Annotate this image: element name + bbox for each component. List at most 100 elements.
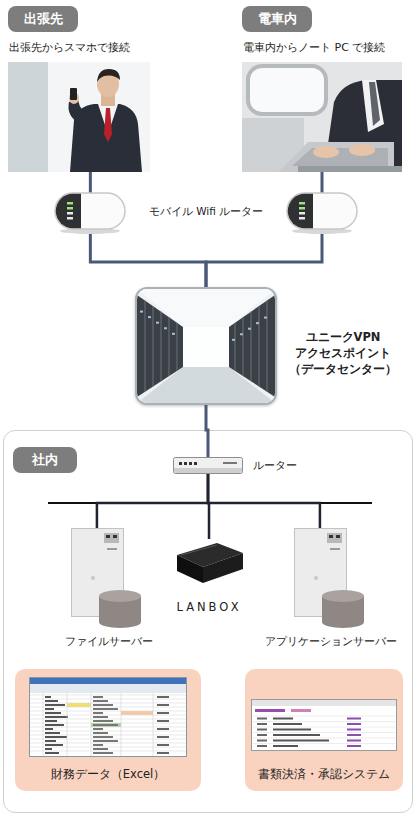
rack-row — [229, 295, 275, 397]
server-slot — [330, 548, 340, 550]
router-device: ルーター — [173, 457, 243, 474]
grid-line — [30, 747, 186, 748]
row-mark — [257, 734, 267, 736]
tie — [369, 82, 380, 126]
row-mark — [347, 723, 361, 725]
rack-light — [264, 317, 267, 319]
rack-divider — [243, 317, 244, 376]
server-room-photo — [137, 289, 275, 403]
node-label: 出張先からスマホで接続 — [9, 40, 151, 56]
network-line — [206, 405, 208, 457]
hair — [97, 69, 120, 82]
arm — [68, 100, 92, 124]
server-icon: アプリケーションサーバー — [294, 528, 366, 628]
node-label: 電車内からノート PC で接続 — [243, 40, 403, 56]
network-line — [90, 172, 206, 287]
cell-mark — [93, 736, 113, 738]
cell-mark — [157, 696, 169, 698]
rack-light — [148, 316, 151, 318]
disk-bottom — [99, 616, 141, 628]
row-mark — [347, 734, 361, 736]
rack-divider — [145, 301, 146, 392]
business-photo — [8, 62, 150, 172]
shirt — [362, 80, 384, 132]
datacenter-frame — [135, 287, 277, 405]
rack-light — [240, 333, 243, 335]
row-mark — [257, 729, 267, 731]
grid-line — [30, 719, 186, 720]
cell-mark — [93, 708, 118, 710]
grid-line — [43, 693, 44, 756]
router-port — [189, 462, 192, 465]
network-line — [208, 474, 320, 528]
server-mark — [91, 576, 95, 580]
server-button — [336, 535, 340, 538]
cell-mark — [45, 744, 63, 746]
photo-background — [8, 62, 150, 172]
row-mark — [257, 745, 267, 747]
router-shade — [174, 468, 242, 473]
cell-mark — [93, 700, 108, 702]
disk-top — [322, 590, 364, 602]
rack-light — [140, 311, 143, 313]
cell-mark — [93, 744, 103, 746]
rack-light — [256, 322, 259, 324]
highlight-cell — [91, 723, 121, 727]
cell-mark — [45, 716, 68, 718]
train-photo — [242, 62, 402, 172]
photo-window — [48, 62, 150, 172]
disk-top — [99, 590, 141, 602]
device-front — [177, 555, 203, 583]
tab-label: 社内 — [13, 447, 77, 473]
router-vent — [223, 462, 237, 464]
disk-bottom — [322, 616, 364, 628]
cell-mark — [93, 704, 113, 706]
grid-line — [30, 703, 186, 704]
status-led — [299, 217, 305, 220]
rack-divider — [161, 312, 162, 382]
status-led — [67, 212, 73, 215]
photo-background — [242, 62, 402, 172]
device-label: モバイル Wifi ルーター — [131, 204, 281, 218]
grid-line — [91, 693, 92, 756]
datacenter-box: ユニークVPN アクセスポイント （データセンター） — [135, 287, 277, 405]
server-button — [106, 535, 110, 538]
rack-light — [156, 322, 159, 324]
grid-line — [67, 693, 68, 756]
node-label: 財務データ（Excel） — [15, 766, 201, 782]
cell-mark — [93, 748, 108, 750]
cell-mark — [45, 696, 51, 698]
node-label: LANBOX — [134, 599, 284, 615]
cell-mark — [45, 732, 60, 734]
row-mark — [257, 723, 267, 725]
rack-divider — [267, 301, 268, 392]
server-button — [113, 535, 117, 538]
screen-frame — [30, 678, 187, 757]
cell-mark — [45, 736, 67, 738]
node-label: ルーター — [253, 457, 333, 474]
rack-divider — [153, 306, 154, 386]
cell-mark — [45, 728, 53, 730]
cell-mark — [45, 748, 52, 750]
node-label: アプリケーションサーバー — [256, 634, 406, 650]
app-heading — [255, 709, 285, 712]
cell-mark — [45, 712, 61, 714]
grid-line — [30, 715, 186, 716]
hand — [313, 146, 339, 158]
status-led — [67, 217, 73, 220]
router-port — [194, 462, 197, 465]
router-shadow — [60, 228, 120, 234]
server-slot — [107, 548, 117, 550]
location-panel: 出張先出張先からスマホで接続 — [8, 4, 150, 172]
rack-light — [232, 339, 235, 341]
rack-divider — [169, 317, 170, 376]
screen-frame — [252, 700, 397, 751]
mobile-router-panel — [56, 194, 81, 229]
lanbox-device: LANBOX — [173, 539, 245, 593]
grid-line — [30, 723, 186, 724]
cell-mark — [93, 728, 103, 730]
lanbox-drawing — [173, 539, 245, 593]
rack-divider — [251, 312, 252, 382]
